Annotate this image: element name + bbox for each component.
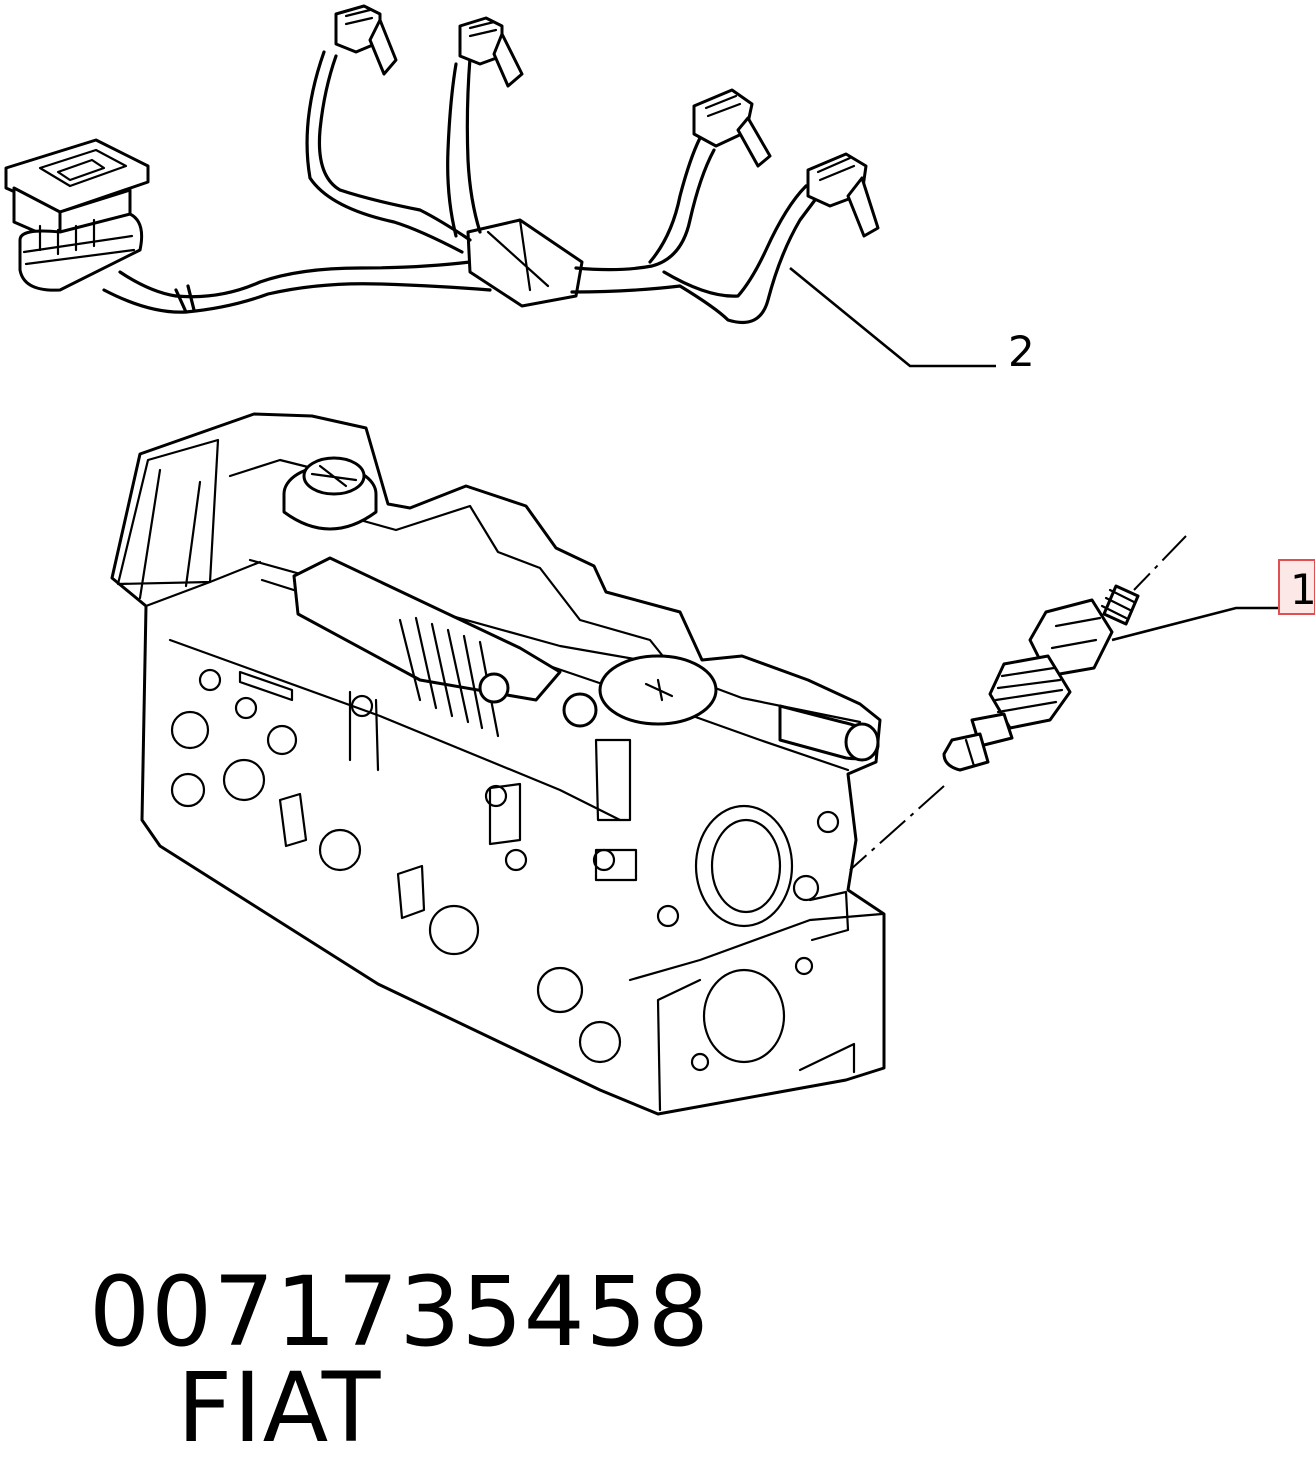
part-number: 0071735458 — [89, 1256, 710, 1368]
callout-2-label: 2 — [1008, 327, 1035, 376]
glow-plug[interactable] — [942, 584, 1140, 772]
brand-name: FIAT — [177, 1352, 382, 1464]
callout-1[interactable]: 1 — [1278, 559, 1315, 615]
callout-2-leader — [789, 266, 996, 368]
port-row — [168, 638, 680, 1064]
wiring-harness[interactable] — [4, 4, 880, 325]
callout-1-label: 1 — [1290, 565, 1315, 614]
glow-plug-axis — [849, 535, 1187, 871]
terminal-boot-1 — [334, 4, 398, 76]
callout-1-highlight — [1278, 559, 1315, 615]
vacuum-pump — [598, 654, 880, 762]
glow-plug-seat — [694, 804, 840, 928]
oil-filler-cap — [282, 456, 378, 531]
terminal-boot-2 — [458, 16, 524, 88]
fuel-rail — [292, 556, 598, 738]
callout-2[interactable]: 2 — [1008, 327, 1035, 376]
harness-connector — [4, 138, 150, 292]
cylinder-head — [110, 412, 886, 1116]
terminal-boot-4 — [806, 152, 880, 238]
terminal-boot-3 — [692, 88, 772, 168]
callout-1-leader — [1111, 606, 1282, 642]
part-caption: 0071735458 FIAT — [26, 1168, 710, 1456]
parts-diagram: 1 2 — [4, 4, 1315, 1116]
